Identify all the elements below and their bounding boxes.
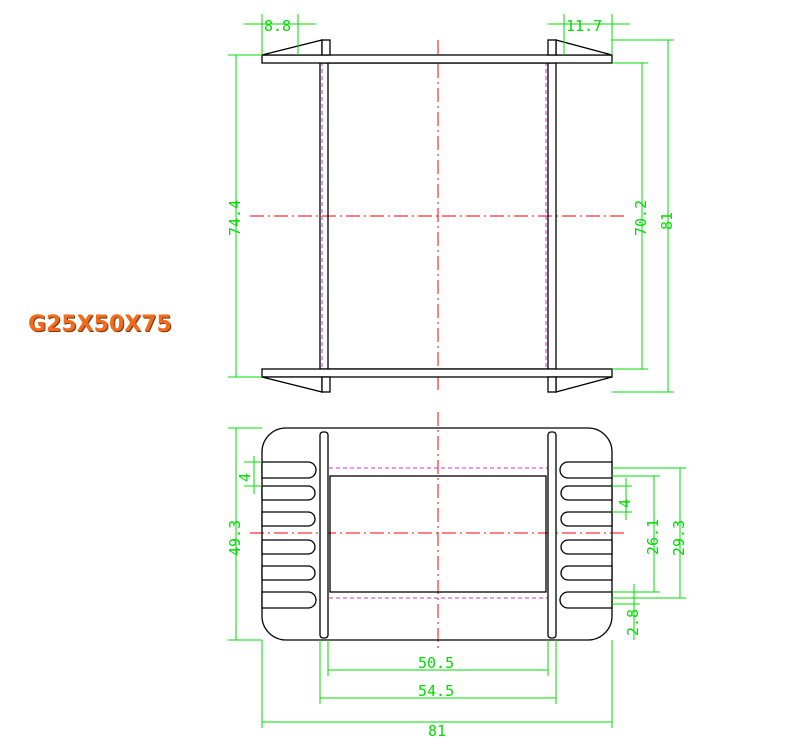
front-view: 4 49.3 4 26.1 29.3 [226, 412, 688, 740]
bottom-right-pin-wedge [555, 376, 613, 393]
dim-50-5: 50.5 [327, 640, 549, 676]
dim-label-2-8: 2.8 [624, 609, 642, 636]
dim-label-4-left: 4 [236, 473, 254, 482]
dim-81-horizontal: 81 [261, 640, 613, 740]
top-right-pin [547, 39, 557, 56]
dim-label-11-7: 11.7 [566, 17, 602, 35]
dim-label-81-vertical: 81 [658, 212, 676, 230]
dim-label-50-5: 50.5 [418, 654, 454, 672]
dim-label-54-5: 54.5 [418, 682, 454, 700]
dim-label-81-horizontal: 81 [428, 722, 446, 740]
dim-label-4-right: 4 [616, 499, 634, 508]
core-window [329, 475, 547, 593]
bottom-left-pin [321, 376, 331, 393]
top-left-pin-wedge [261, 39, 323, 56]
dim-4-right: 4 [612, 478, 634, 520]
dim-label-49-3: 49.3 [226, 520, 244, 556]
bottom-right-pin [547, 376, 557, 393]
bottom-flange [261, 368, 613, 378]
dim-2-8: 2.8 [612, 584, 642, 640]
flange-outline [261, 427, 613, 641]
dim-49-3: 49.3 [226, 427, 262, 641]
dim-label-26-1: 26.1 [644, 519, 662, 555]
dim-4-left: 4 [236, 456, 262, 494]
bottom-left-pin-wedge [261, 376, 323, 393]
dim-54-5: 54.5 [319, 640, 557, 704]
dim-70-2: 70.2 [612, 62, 650, 370]
right-pin-comb [559, 461, 613, 609]
left-pin-comb [261, 461, 317, 609]
dim-29-3: 29.3 [612, 467, 688, 599]
top-left-pin [321, 39, 331, 56]
dim-81-vertical: 81 [612, 39, 676, 393]
dim-label-8-8: 8.8 [264, 17, 291, 35]
top-flange [261, 54, 613, 64]
top-view: 8.8 11.7 74.4 70.2 81 [226, 14, 676, 393]
dim-11-7: 11.7 [548, 14, 630, 55]
dim-label-29-3: 29.3 [670, 520, 688, 556]
dim-8-8: 8.8 [244, 14, 316, 55]
model-label: G25X50X75 [28, 312, 172, 337]
left-pin-bar [319, 431, 329, 639]
dim-label-70-2: 70.2 [632, 200, 650, 236]
dim-74-4: 74.4 [226, 54, 262, 378]
right-pin-bar [547, 431, 557, 639]
dim-26-1: 26.1 [612, 475, 662, 593]
dim-label-74-4: 74.4 [226, 200, 244, 236]
